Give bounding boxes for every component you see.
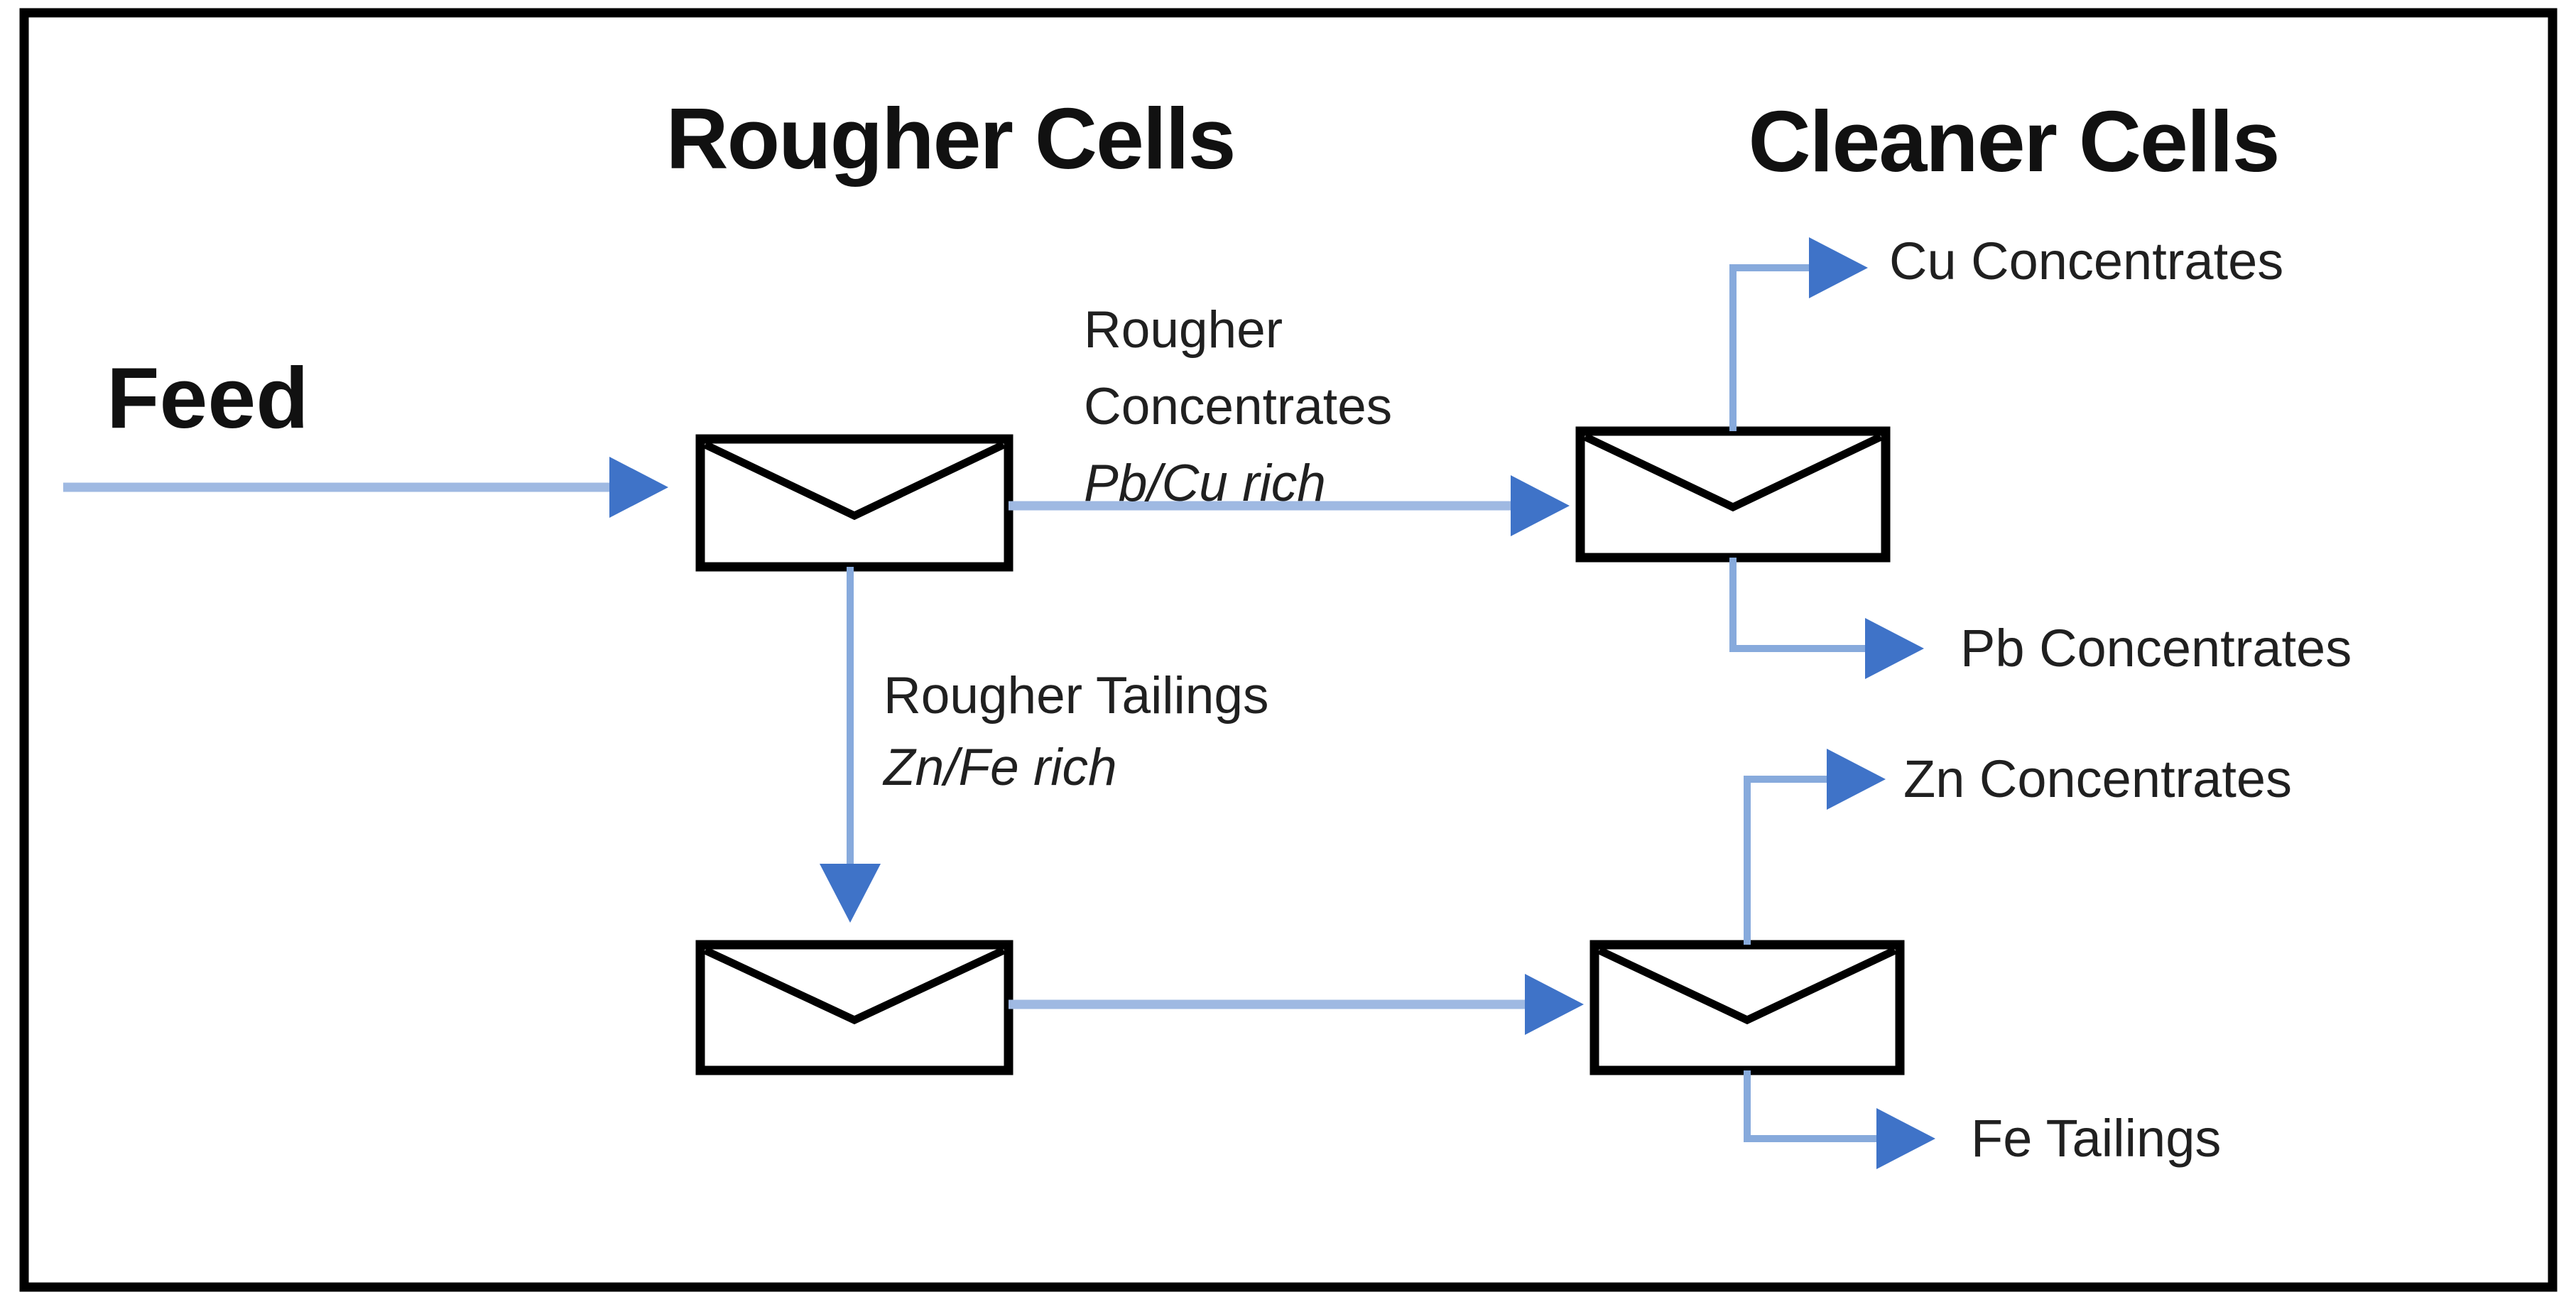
fe-tailings-label: Fe Tailings (1971, 1109, 2222, 1168)
pb-concentrates-arrowhead-icon (1865, 618, 1924, 679)
feed-arrowhead-icon (609, 457, 668, 518)
rougher-cell-top-symbol (695, 434, 1013, 572)
rougher-tailings-arrow (820, 567, 881, 923)
zn-concentrates-arrow (1744, 749, 1886, 945)
cleaner-cell-top-box (1575, 426, 1891, 563)
cleaner-cell-bottom-symbol (1589, 940, 1905, 1075)
cu-concentrates-arrow (1729, 237, 1868, 431)
zn-concentrates-arrowhead-icon (1827, 749, 1886, 810)
pb-concentrates-arrow (1729, 558, 1924, 679)
fe-tailings-line (1744, 1070, 1876, 1142)
tailings-to-cleaner-arrow (1009, 974, 1584, 1035)
cleaner-cell-bottom-box (1589, 940, 1905, 1075)
pb-concentrates-label: Pb Concentrates (1960, 619, 2352, 678)
rougher-cell-top-box (695, 434, 1013, 572)
cu-concentrates-label: Cu Concentrates (1889, 232, 2284, 291)
fe-tailings-arrow (1744, 1070, 1935, 1169)
feed-arrow (63, 457, 668, 518)
rougher-cells-title: Rougher Cells (665, 90, 1236, 187)
pb-concentrates-line (1729, 558, 1865, 652)
cleaner-cells-title: Cleaner Cells (1748, 93, 2280, 190)
zn-concentrates-line (1744, 776, 1827, 945)
tailings-to-cleaner-arrowhead-icon (1525, 974, 1584, 1035)
rougher-concentrates-arrowhead-icon (1511, 475, 1570, 536)
rougher-tailings-arrowhead-icon (820, 864, 881, 923)
rougher-cell-bottom-box (695, 940, 1013, 1075)
rougher-tailings-label-line1: Rougher Tailings (884, 667, 1269, 725)
rougher-tailings-label-qualifier: Zn/Fe rich (884, 739, 1117, 796)
rougher-concentrates-arrow (1009, 475, 1570, 536)
rougher-cell-bottom-symbol (695, 940, 1013, 1075)
rougher-concentrates-label-qualifier: Pb/Cu rich (1084, 455, 1326, 512)
cleaner-cell-bottom-chevron-icon (1597, 947, 1897, 1025)
rougher-concentrates-label: Rougher Concentrates Pb/Cu rich (1084, 292, 1392, 522)
cleaner-cell-top-symbol (1575, 426, 1891, 563)
cleaner-cell-top-chevron-icon (1583, 433, 1883, 512)
cu-concentrates-arrowhead-icon (1809, 237, 1868, 298)
feed-label: Feed (107, 349, 309, 446)
rougher-cell-top-chevron-icon (703, 441, 1006, 521)
diagram-frame (19, 8, 2558, 1292)
rougher-tailings-label: Rougher Tailings Zn/Fe rich (884, 660, 1268, 803)
fe-tailings-arrowhead-icon (1876, 1108, 1935, 1169)
rougher-concentrates-label-line1: Rougher (1084, 301, 1283, 359)
zn-concentrates-label: Zn Concentrates (1903, 749, 2293, 808)
rougher-concentrates-label-line2: Concentrates (1084, 378, 1393, 435)
cu-concentrates-line (1729, 264, 1809, 431)
rougher-cell-bottom-chevron-icon (703, 947, 1006, 1025)
